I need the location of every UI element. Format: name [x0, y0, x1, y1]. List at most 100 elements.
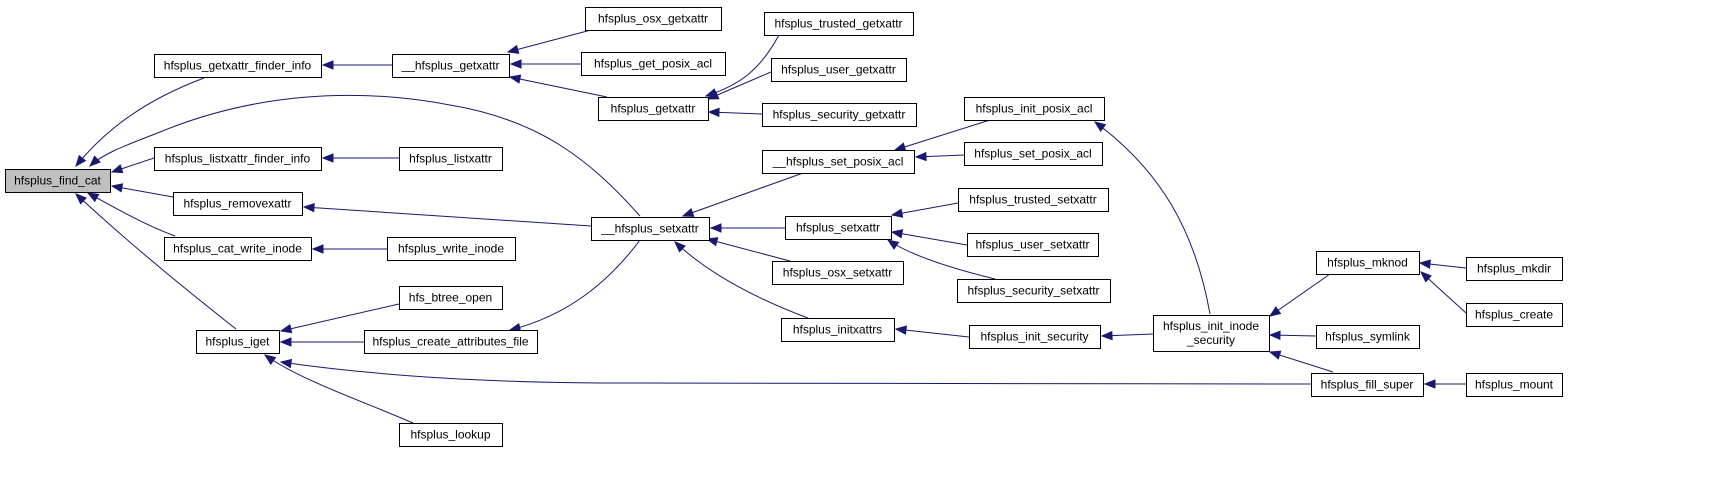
node-label: hfsplus_security_setxattr: [967, 284, 1099, 298]
edge-set_posix_acl-to-__set_posix_acl: [914, 151, 965, 162]
node---setxattr[interactable]: __hfsplus_setxattr: [591, 217, 710, 241]
node-get-posix-acl[interactable]: hfsplus_get_posix_acl: [581, 52, 726, 76]
node-cat-write-inode[interactable]: hfsplus_cat_write_inode: [164, 237, 312, 261]
edge-create-to-mknod: [1420, 271, 1467, 314]
node-user-setxattr[interactable]: hfsplus_user_setxattr: [967, 233, 1099, 257]
edge-symlink-to-init_inode_security: [1268, 330, 1317, 340]
node-fill-super[interactable]: hfsplus_fill_super: [1311, 373, 1424, 397]
arrow-head-icon: [279, 358, 293, 369]
node-initxattrs[interactable]: hfsplus_initxattrs: [781, 318, 895, 342]
node-box: [1316, 325, 1420, 349]
edge-line: [75, 77, 205, 167]
node-label: hfsplus_setxattr: [796, 221, 880, 235]
edge-line: [87, 192, 176, 237]
edge-line: [303, 206, 592, 227]
node-find-cat[interactable]: hfsplus_find_cat: [5, 169, 111, 193]
node---getxattr[interactable]: __hfsplus_getxattr: [392, 54, 510, 78]
node-btree-open[interactable]: hfs_btree_open: [399, 286, 503, 310]
arrow-head-icon: [75, 193, 87, 205]
node-label: hfsplus_write_inode: [398, 242, 504, 256]
arrow-head-icon: [110, 183, 124, 193]
node-box: [764, 12, 914, 36]
arrow-head-icon: [1268, 306, 1282, 317]
edge-setxattr-to-__setxattr: [709, 223, 785, 233]
arrow-head-icon: [886, 239, 900, 250]
arrow-head-icon: [508, 74, 522, 84]
node-label: hfsplus_init_security: [980, 330, 1088, 344]
edge-__set_posix_acl-to-__setxattr: [681, 172, 804, 217]
edge-line: [509, 76, 608, 98]
node-mount[interactable]: hfsplus_mount: [1466, 373, 1563, 397]
node-iget[interactable]: hfsplus_iget: [196, 330, 280, 354]
node-trusted-setxattr[interactable]: hfsplus_trusted_setxattr: [958, 188, 1109, 212]
node-security-setxattr[interactable]: hfsplus_security_setxattr: [957, 279, 1111, 303]
edge-listxattr_finder_info-to-find_cat: [110, 157, 155, 174]
edge-line: [507, 29, 592, 53]
edge-mkdir-to-mknod: [1418, 259, 1467, 269]
node-set-posix-acl[interactable]: hfsplus_set_posix_acl: [964, 142, 1103, 166]
node-init-posix-acl[interactable]: hfsplus_init_posix_acl: [964, 97, 1105, 121]
arrow-head-icon: [890, 229, 904, 239]
node-label: hfsplus_cat_write_inode: [173, 242, 302, 256]
node-listxattr-finder-info[interactable]: hfsplus_listxattr_finder_info: [154, 147, 322, 171]
node-mknod[interactable]: hfsplus_mknod: [1316, 251, 1420, 275]
node-box: [1466, 373, 1563, 397]
arrow-head-icon: [707, 107, 720, 118]
node-box: [364, 330, 538, 354]
node-removexattr[interactable]: hfsplus_removexattr: [173, 192, 303, 216]
edge-get_posix_acl-to-__getxattr: [509, 59, 581, 69]
node-init-security[interactable]: hfsplus_init_security: [969, 325, 1101, 349]
node-label: hfsplus_mknod: [1327, 256, 1408, 270]
node-label: __hfsplus_setxattr: [600, 222, 698, 236]
node-osx-getxattr[interactable]: hfsplus_osx_getxattr: [585, 7, 722, 31]
node-label: hfsplus_mkdir: [1477, 262, 1551, 276]
node-osx-setxattr[interactable]: hfsplus_osx_setxattr: [772, 261, 904, 285]
node-mkdir[interactable]: hfsplus_mkdir: [1466, 257, 1563, 281]
nodes-layer: hfsplus_find_cat hfsplus_getxattr_finder_…: [5, 7, 1563, 447]
node-listxattr[interactable]: hfsplus_listxattr: [399, 147, 503, 171]
node---set-posix-acl[interactable]: __hfsplus_set_posix_acl: [762, 150, 915, 174]
edge-initxattrs-to-__setxattr: [674, 241, 809, 319]
edge-line: [682, 172, 804, 217]
arrow-head-icon: [1100, 330, 1113, 341]
arrow-head-icon: [263, 354, 277, 365]
node-box: [1466, 257, 1563, 281]
edge-__getxattr-to-getxattr_finder_info: [321, 60, 392, 70]
node-create[interactable]: hfsplus_create: [1466, 303, 1563, 327]
edge-line: [75, 193, 237, 330]
edge-listxattr-to-listxattr_finder_info: [321, 153, 399, 163]
edge-osx_getxattr-to-__getxattr: [506, 29, 592, 54]
node-init-inode-security[interactable]: hfsplus_init_inode_security: [1153, 315, 1270, 352]
node-create-attributes-file[interactable]: hfsplus_create_attributes_file: [364, 330, 538, 354]
node-box: [1311, 373, 1424, 397]
node-box: [969, 325, 1101, 349]
node-getxattr[interactable]: hfsplus_getxattr: [598, 97, 709, 121]
edge-init_inode_security-to-init_security: [1100, 330, 1154, 341]
node-write-inode[interactable]: hfsplus_write_inode: [387, 237, 516, 261]
edge-user_getxattr-to-getxattr: [706, 71, 772, 100]
node-box: [164, 237, 312, 261]
node-security-getxattr[interactable]: hfsplus_security_getxattr: [762, 103, 917, 127]
edge-line: [1269, 273, 1331, 317]
arrow-head-icon: [1420, 271, 1432, 283]
node-user-getxattr[interactable]: hfsplus_user_getxattr: [771, 58, 907, 82]
node-box: [958, 188, 1109, 212]
node-getxattr-finder-info[interactable]: hfsplus_getxattr_finder_info: [154, 54, 322, 78]
arrow-head-icon: [509, 59, 522, 69]
node-lookup[interactable]: hfsplus_lookup: [399, 423, 503, 447]
edge-init_inode_security-to-init_posix_acl: [1093, 121, 1211, 315]
node-box: [399, 286, 503, 310]
node-label: hfsplus_getxattr: [611, 102, 696, 116]
node-label: hfsplus_create: [1475, 308, 1553, 322]
node-trusted-getxattr[interactable]: hfsplus_trusted_getxattr: [764, 12, 914, 36]
edge-init_security-to-initxattrs: [894, 325, 970, 338]
edge-mount-to-fill_super: [1423, 379, 1466, 389]
node-label: hfsplus_symlink: [1325, 330, 1411, 344]
node-setxattr[interactable]: hfsplus_setxattr: [785, 216, 892, 240]
node-symlink[interactable]: hfsplus_symlink: [1316, 325, 1420, 349]
edge-__setxattr-to-create_attributes_file: [508, 239, 641, 333]
edge-line: [891, 231, 968, 246]
edge-cat_write_inode-to-find_cat: [86, 192, 176, 237]
edge-line: [89, 94, 641, 217]
node-box: [967, 233, 1099, 257]
